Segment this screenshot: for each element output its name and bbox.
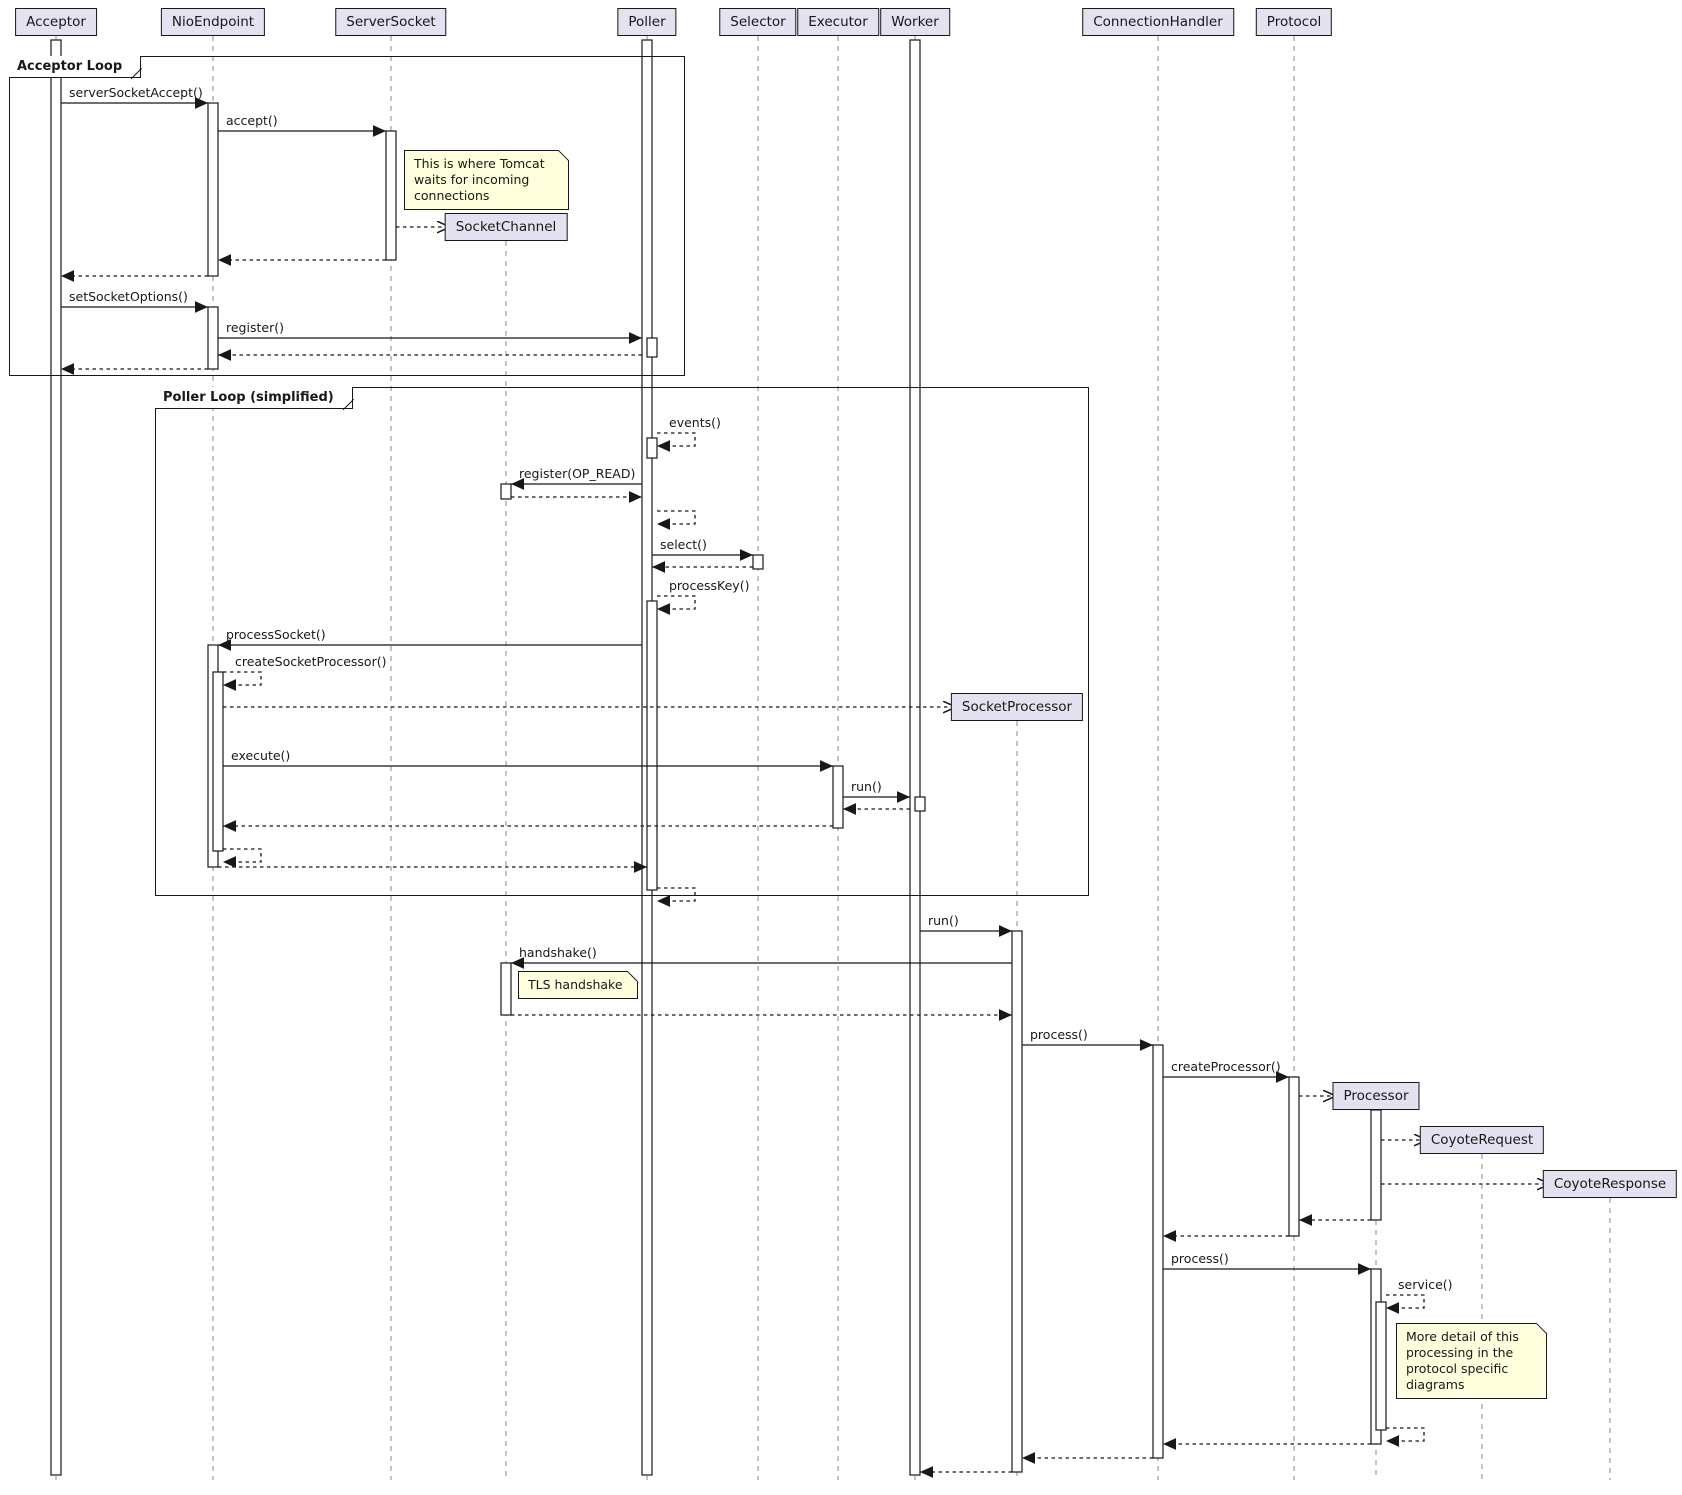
- activation-bar: [646, 600, 658, 891]
- activation-bar: [212, 671, 224, 852]
- activation-bar: [1288, 1076, 1300, 1237]
- activation-bar: [500, 483, 512, 500]
- participant-processor: Processor: [1332, 1082, 1420, 1110]
- message-label: processSocket(): [226, 627, 326, 642]
- message-label: events(): [669, 415, 721, 430]
- activation-bar: [909, 39, 921, 1476]
- participant-acceptor: Acceptor: [15, 8, 97, 36]
- self-message-arrow: [223, 671, 262, 691]
- activation-bar: [207, 102, 219, 277]
- participant-selector: Selector: [719, 8, 797, 36]
- message-label: serverSocketAccept(): [69, 85, 203, 100]
- message-label: createProcessor(): [1171, 1059, 1281, 1074]
- participant-protocol: Protocol: [1255, 8, 1333, 36]
- message-label: select(): [660, 537, 707, 552]
- activation-bar: [1011, 930, 1023, 1473]
- self-return-arrow: [223, 848, 262, 868]
- participant-connectionhandler: ConnectionHandler: [1082, 8, 1234, 36]
- activation-bar: [1375, 1301, 1387, 1431]
- frame-acceptor-loop: Acceptor Loop: [9, 56, 685, 376]
- activation-bar: [1370, 1109, 1382, 1221]
- message-label: setSocketOptions(): [69, 289, 188, 304]
- message-label: createSocketProcessor(): [235, 654, 386, 669]
- participant-serversocket: ServerSocket: [335, 8, 447, 36]
- self-return-arrow: [657, 510, 696, 530]
- activation-bar: [385, 130, 397, 261]
- message-label: processKey(): [669, 578, 749, 593]
- self-return-arrow: [657, 887, 696, 907]
- note-protocol-detail: More detail of this processing in the pr…: [1396, 1323, 1547, 1399]
- activation-bar: [752, 554, 764, 570]
- activation-bar: [50, 39, 62, 1476]
- participant-coyoteresponse: CoyoteResponse: [1542, 1170, 1678, 1198]
- participant-socketchannel: SocketChannel: [444, 213, 568, 241]
- activation-bar: [646, 337, 658, 358]
- note-tls-handshake: TLS handshake: [518, 971, 638, 999]
- participant-executor: Executor: [797, 8, 879, 36]
- participant-poller: Poller: [617, 8, 677, 36]
- message-label: run(): [928, 913, 959, 928]
- message-label: run(): [851, 779, 882, 794]
- message-label: register(OP_READ): [519, 466, 635, 481]
- message-label: handshake(): [519, 945, 597, 960]
- message-label: process(): [1030, 1027, 1088, 1042]
- activation-bar: [914, 796, 926, 812]
- message-label: accept(): [226, 113, 278, 128]
- participant-nioendpoint: NioEndpoint: [160, 8, 266, 36]
- message-label: process(): [1171, 1251, 1229, 1266]
- message-label: register(): [226, 320, 284, 335]
- participant-coyoterequest: CoyoteRequest: [1419, 1126, 1545, 1154]
- self-message-arrow: [1386, 1294, 1425, 1314]
- frame-poller-loop: Poller Loop (simplified): [155, 387, 1089, 896]
- participant-worker: Worker: [880, 8, 950, 36]
- frame-acceptor-loop-label: Acceptor Loop: [9, 56, 142, 78]
- activation-bar: [1152, 1044, 1164, 1459]
- participant-socketprocessor: SocketProcessor: [950, 693, 1084, 721]
- self-message-arrow: [657, 595, 696, 615]
- self-return-arrow: [1386, 1427, 1425, 1447]
- note-tomcat-waits: This is where Tomcat waits for incoming …: [404, 150, 569, 210]
- activation-bar: [500, 962, 512, 1016]
- frame-poller-loop-label: Poller Loop (simplified): [155, 387, 353, 409]
- message-label: execute(): [231, 748, 290, 763]
- self-message-arrow: [657, 432, 696, 452]
- message-label: service(): [1398, 1277, 1453, 1292]
